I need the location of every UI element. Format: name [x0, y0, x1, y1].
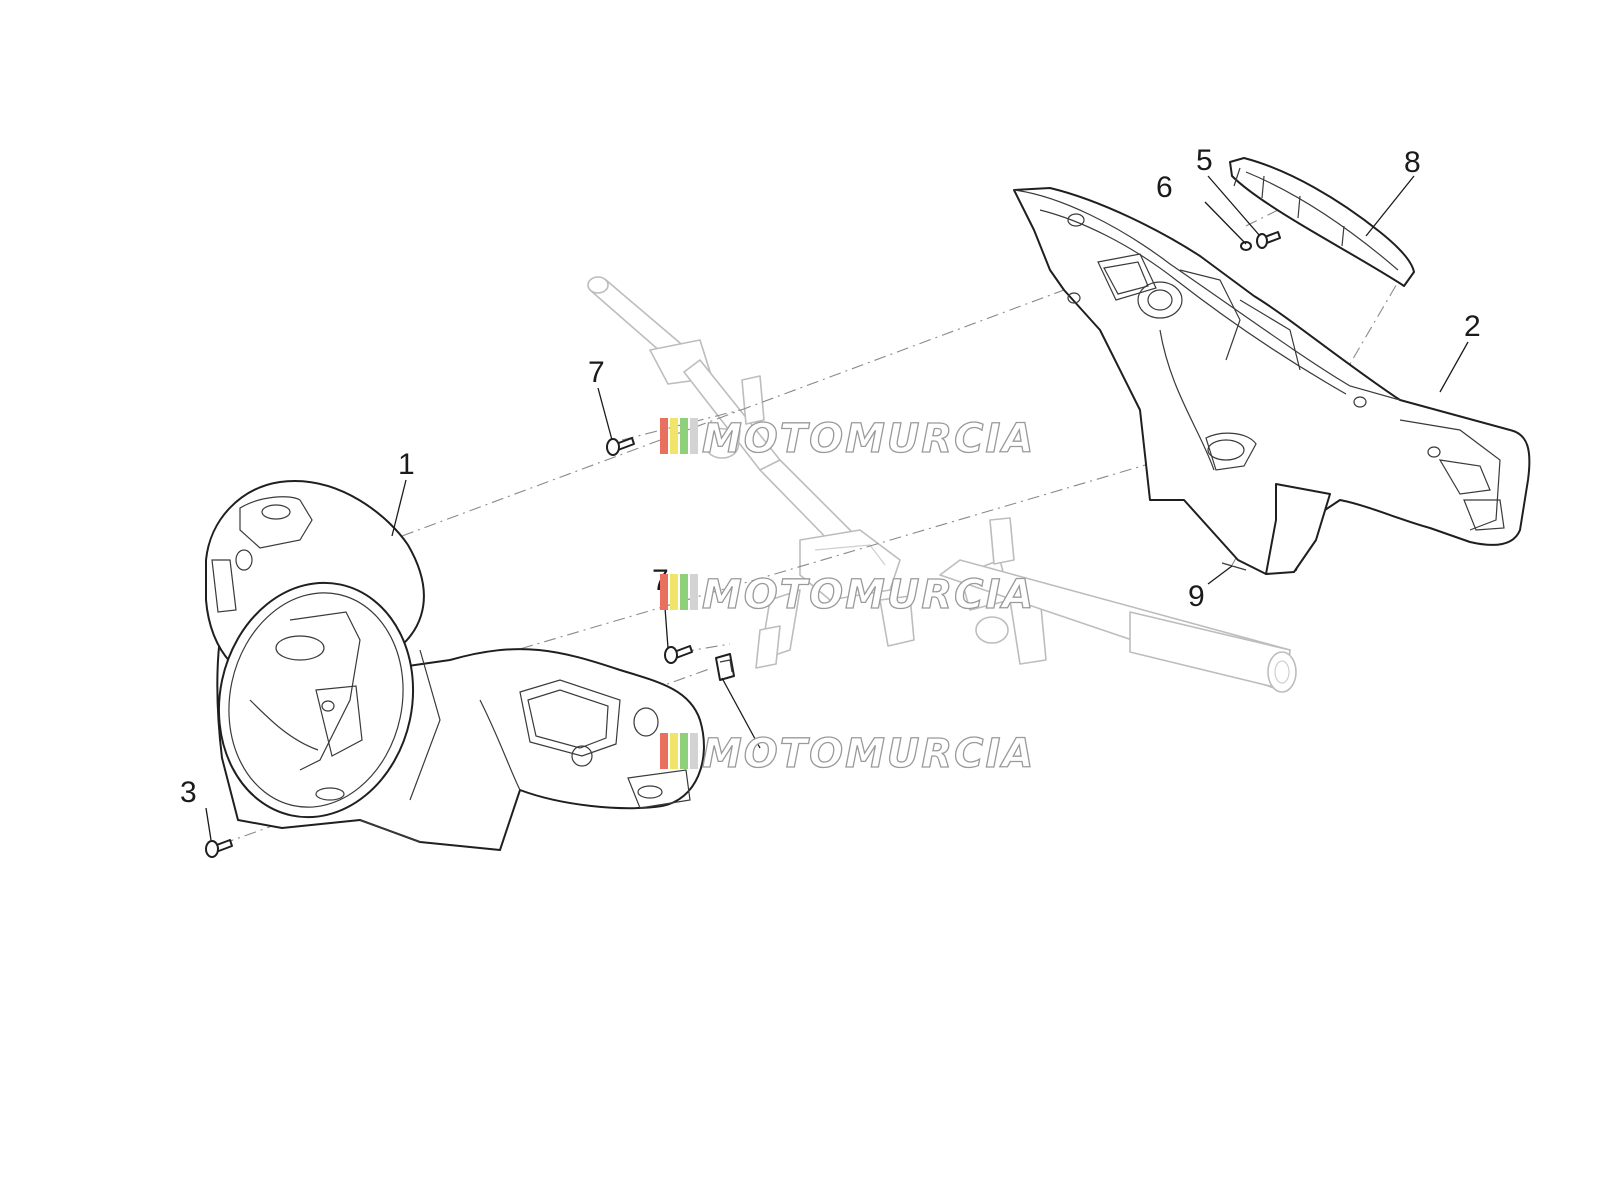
watermark-bottom: MOTOMURCIA [660, 730, 1035, 778]
watermark-stripe-yellow [670, 574, 678, 610]
watermark-top: MOTOMURCIA [660, 415, 1035, 463]
watermark-stripe-grey [690, 418, 698, 454]
watermark-stripe-green [680, 574, 688, 610]
screw-7-lower [664, 645, 693, 664]
handlebar-frame-ghost [587, 276, 1297, 693]
watermark-stripe-green [680, 418, 688, 454]
watermark-stripe-yellow [670, 733, 678, 769]
callout-7-upper: 7 [588, 356, 605, 389]
top-trim-strip [1229, 157, 1415, 287]
hardware [205, 231, 1281, 858]
watermark-stripe-grey [690, 733, 698, 769]
watermark-stripe-red [660, 574, 668, 610]
callout-9: 9 [1188, 580, 1205, 613]
callout-2: 2 [1464, 310, 1481, 343]
watermark-stripe-yellow [670, 418, 678, 454]
watermark-stripe-grey [690, 574, 698, 610]
washer-6 [1240, 241, 1252, 251]
watermark-middle: MOTOMURCIA [660, 571, 1035, 619]
callout-numbers: 1 2 3 5 6 7 7 8 9 [180, 144, 1481, 809]
watermark-stripe-red [660, 418, 668, 454]
watermark-text: MOTOMURCIA [702, 416, 1035, 462]
rear-handlebar-cover [1013, 187, 1531, 575]
leader-lines [205, 175, 1469, 841]
front-handlebar-cover [205, 480, 705, 851]
clip-nut [715, 653, 735, 681]
screw-5 [1256, 231, 1281, 249]
watermark-stripe-green [680, 733, 688, 769]
screw-7-upper [606, 437, 635, 456]
callout-8: 8 [1404, 146, 1421, 179]
watermark-text: MOTOMURCIA [702, 731, 1035, 777]
callout-6: 6 [1156, 171, 1173, 204]
screw-3 [205, 839, 233, 858]
cable-tie-9 [1221, 562, 1247, 571]
callout-3: 3 [180, 776, 197, 809]
watermark-text: MOTOMURCIA [702, 572, 1035, 618]
callout-1: 1 [398, 448, 415, 481]
callout-5: 5 [1196, 144, 1213, 177]
watermark-stripe-red [660, 733, 668, 769]
